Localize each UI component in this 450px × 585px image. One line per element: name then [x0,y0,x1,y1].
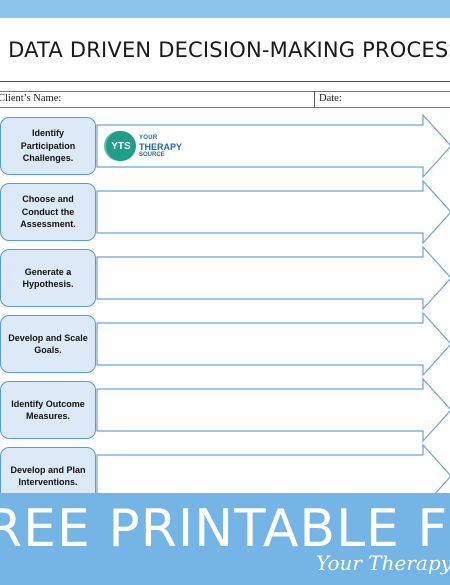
logo-line-3: SOURCE [139,152,165,158]
info-row-separator [314,91,315,107]
step-3-box: Generate a Hypothesis. [0,249,96,307]
step-4-box: Develop and Scale Goals. [0,315,96,373]
logo-line-2: THERAPY [139,142,183,152]
step-5-arrow[interactable] [96,377,450,443]
top-color-band [0,0,450,18]
client-info-row: Client’s Name: Date: [0,91,450,107]
step-1-arrow[interactable] [96,113,450,179]
date-label: Date: [319,93,342,104]
step-3-arrow[interactable] [96,245,450,311]
page-title: DATA DRIVEN DECISION-MAKING PROCESS [8,38,450,62]
title-divider [0,81,450,82]
client-name-label: Client’s Name: [0,93,62,104]
promo-banner: REE PRINTABLE FORM Your Therapy Sou [0,493,450,585]
step-2-box: Choose and Conduct the Assessment. [0,183,96,241]
banner-signature: Your Therapy Sou [316,551,450,575]
yts-logo-mark: YTS [106,131,136,161]
step-5-box: Identify Outcome Measures. [0,381,96,439]
step-2-arrow[interactable] [96,179,450,245]
step-4-arrow[interactable] [96,311,450,377]
info-row-bottom-border [0,107,450,108]
banner-headline: REE PRINTABLE FORM [0,499,450,559]
step-1-box: Identify Participation Challenges. [0,117,96,175]
info-row-top-border [0,91,450,92]
your-therapy-source-logo: YTS YOUR THERAPY SOURCE [106,131,196,163]
logo-line-1: YOUR [139,135,158,141]
